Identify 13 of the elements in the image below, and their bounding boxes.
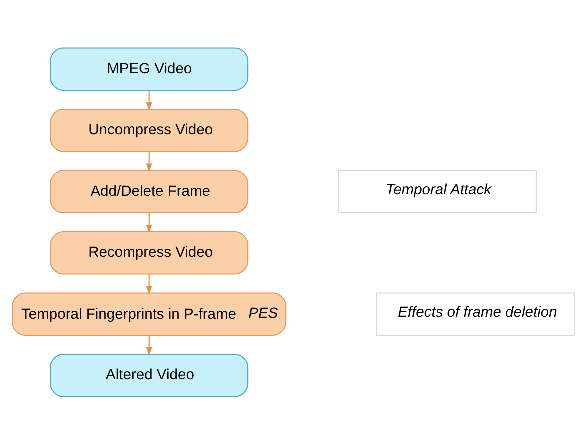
- node-box: Temporal Fingerprints in P-frame PES: [12, 292, 287, 336]
- node-box: Effects of frame deletion: [376, 292, 575, 336]
- node-box: Add/Delete Frame: [50, 170, 249, 214]
- node-box: Temporal Attack: [338, 170, 537, 214]
- arrow: [146, 336, 152, 356]
- node-box: MPEG Video: [50, 48, 249, 91]
- node-box: Recompress Video: [50, 231, 249, 275]
- arrow: [146, 274, 152, 295]
- arrow: [146, 90, 152, 111]
- node-box: Uncompress Video: [50, 108, 249, 152]
- arrow: [146, 213, 152, 234]
- arrow: [146, 152, 152, 172]
- node-box: Altered Video: [50, 354, 249, 398]
